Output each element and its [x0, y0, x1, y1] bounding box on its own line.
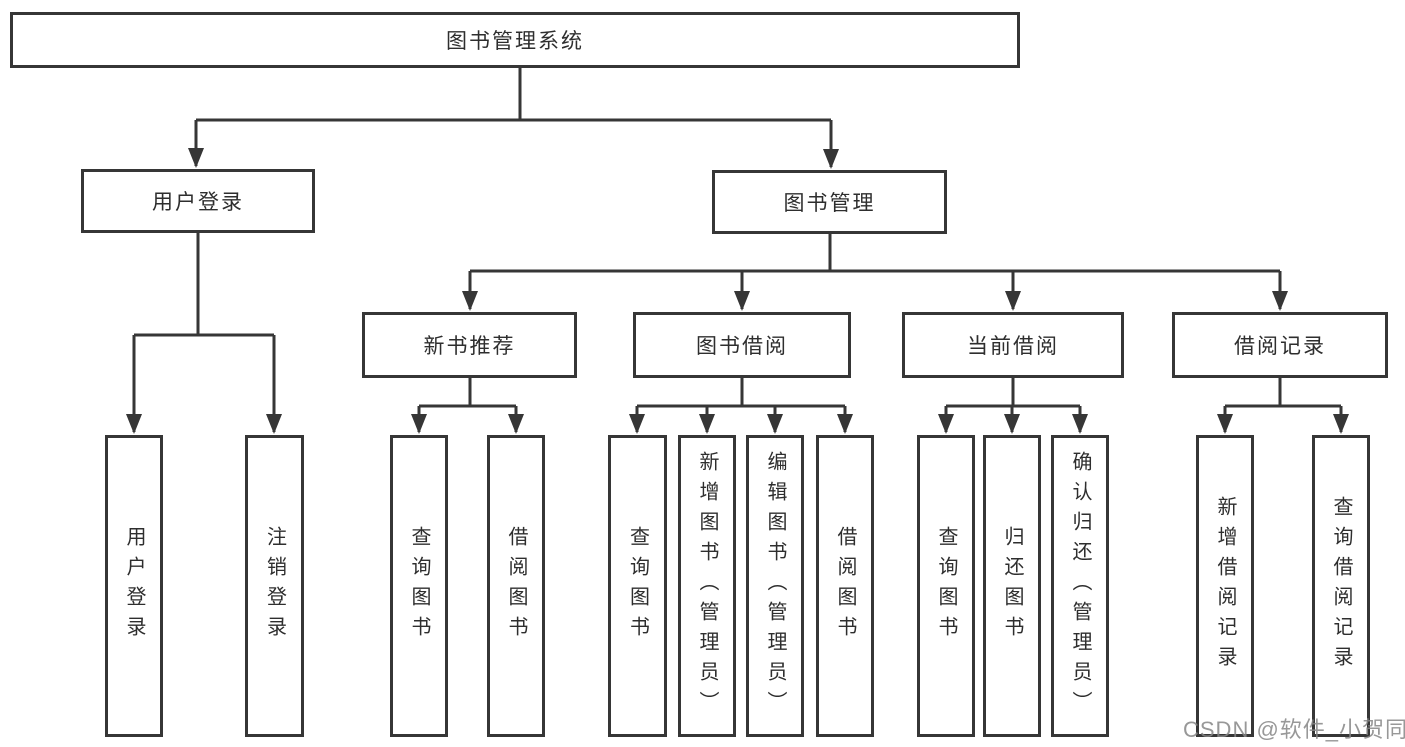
arrowhead	[1004, 414, 1020, 434]
leaf-query-books-recommend-label: 查询图书	[408, 526, 430, 646]
leaf-borrow-books: 借阅图书	[816, 435, 874, 737]
leaf-confirm-return-admin: 确认归还（管理员）	[1051, 435, 1109, 737]
leaf-edit-books-admin-label: 编辑图书（管理员）	[764, 451, 786, 721]
connector-current-borrowing-group	[938, 378, 1088, 434]
arrowhead	[1272, 291, 1288, 311]
leaf-query-borrow-record-label: 查询借阅记录	[1330, 496, 1352, 676]
leaf-query-books-current-label: 查询图书	[935, 526, 957, 646]
arrowhead	[1333, 414, 1349, 434]
connector-new-book-recommend-group	[411, 378, 524, 434]
leaf-query-books-current: 查询图书	[917, 435, 975, 737]
arrowhead	[266, 414, 282, 434]
leaf-logout: 注销登录	[245, 435, 304, 737]
arrowhead	[188, 148, 204, 168]
leaf-add-books-admin-label: 新增图书（管理员）	[696, 451, 718, 721]
arrowhead	[1217, 414, 1233, 434]
node-book-borrowing-label: 图书借阅	[696, 335, 788, 358]
leaf-borrow-books-label: 借阅图书	[834, 526, 856, 646]
arrowhead	[508, 414, 524, 434]
arrowhead	[837, 414, 853, 434]
leaf-user-login-label: 用户登录	[123, 526, 145, 646]
leaf-add-borrow-record-label: 新增借阅记录	[1214, 496, 1236, 676]
arrowhead	[1005, 291, 1021, 311]
arrowhead	[699, 414, 715, 434]
node-new-book-recommend: 新书推荐	[362, 312, 577, 378]
arrowhead	[767, 414, 783, 434]
arrowhead	[629, 414, 645, 434]
leaf-query-books-recommend: 查询图书	[390, 435, 448, 737]
arrowhead	[938, 414, 954, 434]
leaf-borrow-books-recommend-label: 借阅图书	[505, 526, 527, 646]
connector-borrowing-records-group	[1217, 378, 1349, 434]
arrowhead	[126, 414, 142, 434]
leaf-query-books-borrowing: 查询图书	[608, 435, 667, 737]
node-user-login-label: 用户登录	[152, 191, 244, 214]
connector-book-management-branch	[462, 234, 1288, 311]
node-current-borrowing-label: 当前借阅	[967, 335, 1059, 358]
arrowhead	[462, 291, 478, 311]
node-borrowing-records: 借阅记录	[1172, 312, 1388, 378]
node-new-book-recommend-label: 新书推荐	[423, 335, 516, 358]
leaf-confirm-return-admin-label: 确认归还（管理员）	[1069, 451, 1091, 721]
node-book-borrowing: 图书借阅	[633, 312, 851, 378]
node-current-borrowing: 当前借阅	[902, 312, 1124, 378]
csdn-watermark: CSDN @软件_小贺同学	[1183, 717, 1405, 742]
arrowhead	[823, 149, 839, 169]
leaf-edit-books-admin: 编辑图书（管理员）	[746, 435, 804, 737]
leaf-user-login: 用户登录	[105, 435, 163, 737]
arrowhead	[411, 414, 427, 434]
node-library-system-label: 图书管理系统	[446, 30, 584, 53]
connector-root-to-level2	[188, 68, 839, 169]
leaf-add-books-admin: 新增图书（管理员）	[678, 435, 736, 737]
node-book-management: 图书管理	[712, 170, 947, 234]
node-library-system: 图书管理系统	[10, 12, 1020, 68]
connector-book-borrowing-group	[629, 378, 853, 434]
leaf-return-books-label: 归还图书	[1001, 526, 1023, 646]
connector-user-login-branch	[126, 233, 282, 434]
leaf-query-books-borrowing-label: 查询图书	[626, 526, 649, 646]
leaf-logout-label: 注销登录	[263, 526, 286, 646]
arrowhead	[734, 291, 750, 311]
leaf-borrow-books-recommend: 借阅图书	[487, 435, 545, 737]
leaf-query-borrow-record: 查询借阅记录	[1312, 435, 1370, 737]
leaf-add-borrow-record: 新增借阅记录	[1196, 435, 1254, 737]
node-user-login: 用户登录	[81, 169, 315, 233]
node-book-management-label: 图书管理	[783, 192, 876, 215]
arrowhead	[1072, 414, 1088, 434]
node-borrowing-records-label: 借阅记录	[1234, 335, 1326, 358]
leaf-return-books: 归还图书	[983, 435, 1041, 737]
